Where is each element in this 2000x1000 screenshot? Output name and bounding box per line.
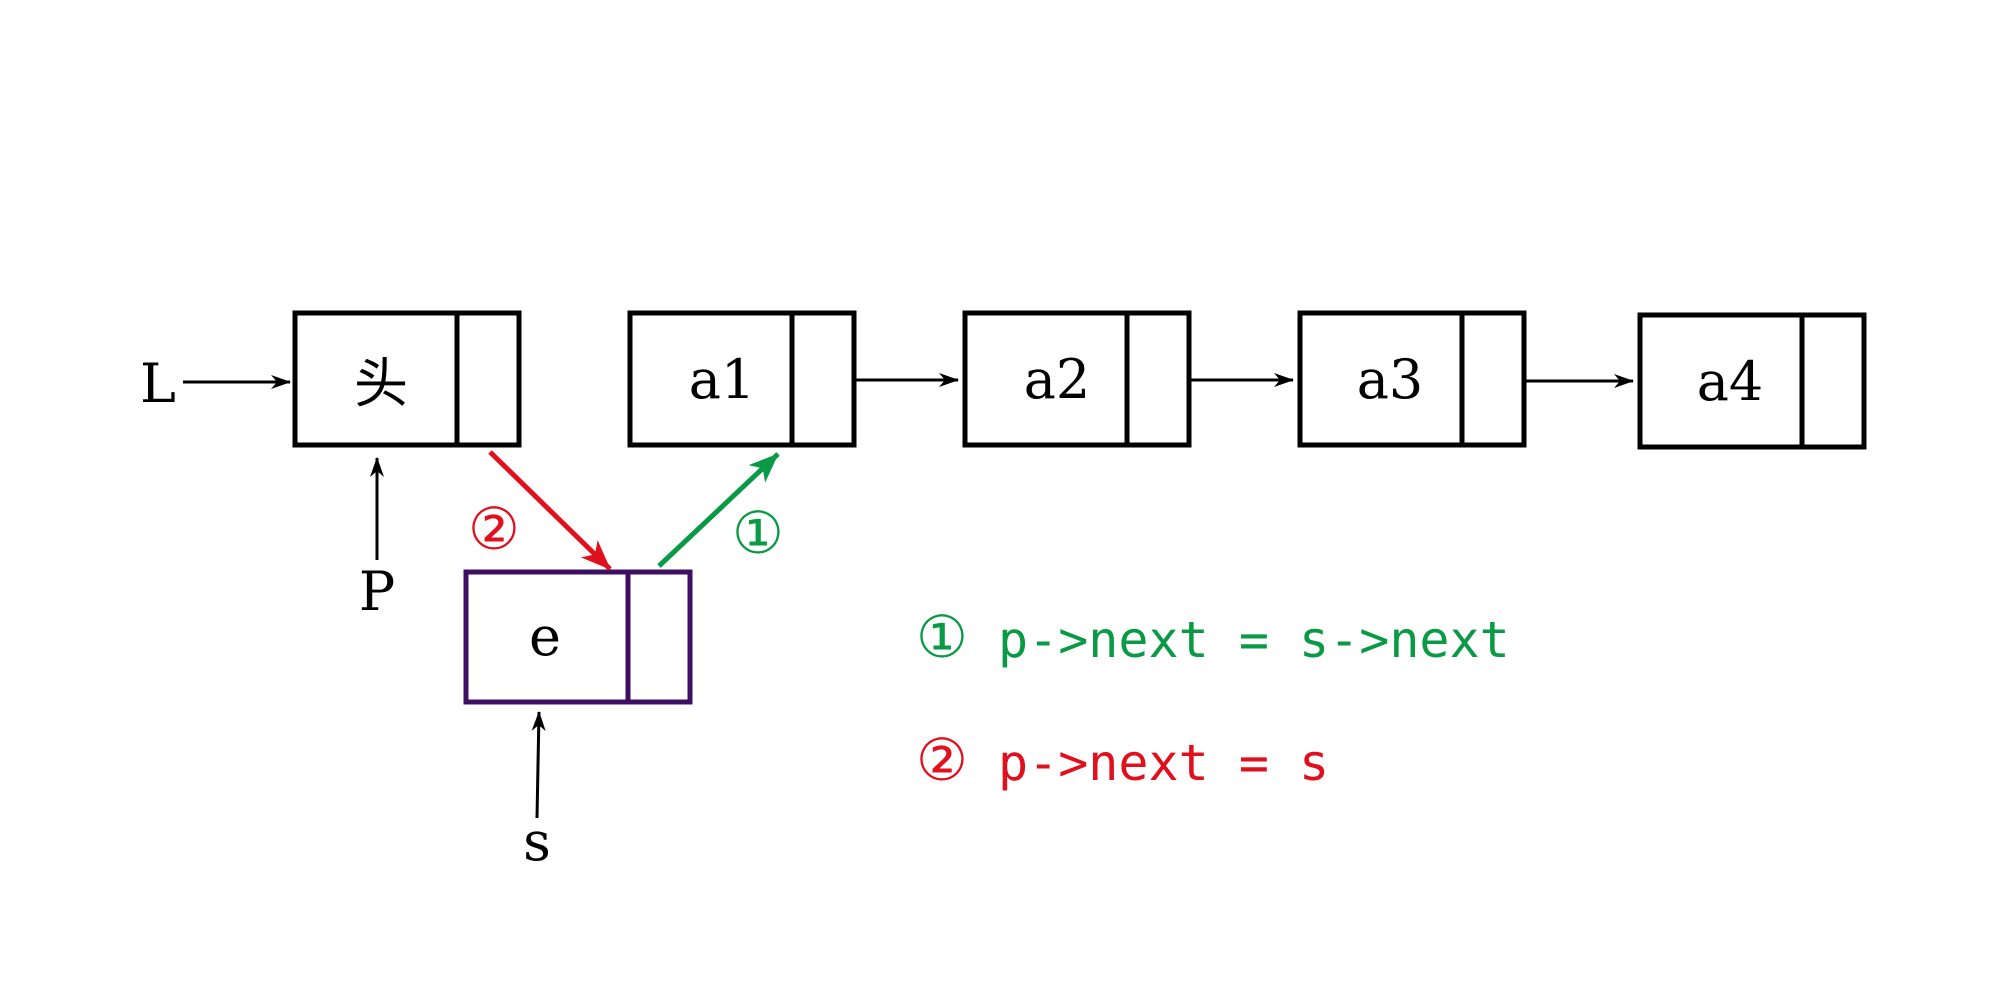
legend-step1-code: p->next = s->next <box>998 611 1510 669</box>
legend-step2-code: p->next = s <box>998 734 1329 792</box>
arrow-step1-new-to-a1 <box>657 452 780 568</box>
node-a4-next-field <box>1799 312 1867 450</box>
node-a3: a3 <box>1297 310 1527 448</box>
step2-marker: ② <box>468 495 520 563</box>
legend-step2-marker: ② <box>916 726 968 794</box>
pointer-label-s: s <box>523 810 551 873</box>
node-a1-next-field <box>789 310 857 448</box>
node-a4-label: a4 <box>1697 350 1764 413</box>
node-a4: a4 <box>1637 312 1867 450</box>
arrow-step2-head-to-new <box>488 450 612 571</box>
node-new: e <box>463 569 693 705</box>
node-a2: a2 <box>962 310 1192 448</box>
legend-step1: ① p->next = s->next <box>916 603 1510 671</box>
step1-marker: ① <box>732 499 784 567</box>
legend-step1-marker: ① <box>916 603 968 671</box>
pointer-label-p: P <box>359 560 395 623</box>
node-new-label: e <box>529 605 561 668</box>
node-head-next-field <box>454 310 522 448</box>
node-new-next-field <box>625 569 693 705</box>
node-a1-label: a1 <box>689 348 756 411</box>
node-a2-label: a2 <box>1024 348 1091 411</box>
node-a3-label: a3 <box>1357 348 1424 411</box>
pointer-label-l: L <box>140 352 176 415</box>
node-a2-next-field <box>1124 310 1192 448</box>
legend-step2: ② p->next = s <box>916 726 1329 794</box>
arrow-s-to-new-node <box>531 711 546 819</box>
node-a1: a1 <box>627 310 857 448</box>
legend: ① p->next = s->next ② p->next = s <box>916 603 1510 794</box>
node-head-label: 头 <box>354 352 408 415</box>
node-head: 头 <box>292 310 522 448</box>
node-a3-next-field <box>1459 310 1527 448</box>
